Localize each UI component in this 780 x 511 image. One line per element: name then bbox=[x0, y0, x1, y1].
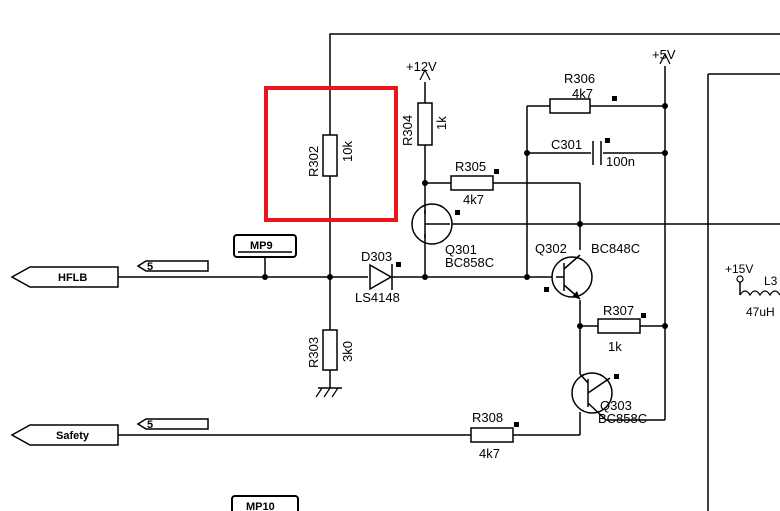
inductor-l3: L3 47uH bbox=[739, 274, 780, 319]
transistor-q303: Q303 BC858C bbox=[571, 372, 647, 426]
resistor-r305: R305 4k7 bbox=[450, 159, 499, 207]
mp9-label: MP9 bbox=[250, 240, 273, 252]
r306-ref: R306 bbox=[564, 71, 595, 86]
r307-ref: R307 bbox=[603, 303, 634, 318]
resistor-r304: R304 1k bbox=[400, 102, 449, 146]
testpoint-mp10: MP10 bbox=[231, 495, 299, 511]
capacitor-c301: C301 100n bbox=[551, 137, 635, 169]
r303-ref: R303 bbox=[306, 337, 321, 368]
transistor-q302: Q302 BC848C bbox=[535, 241, 640, 300]
q303-value: BC858C bbox=[598, 411, 647, 426]
wires bbox=[118, 33, 780, 511]
c301-ref: C301 bbox=[551, 137, 582, 152]
connector-hflb: HFLB 5 bbox=[10, 260, 209, 288]
junctions bbox=[262, 103, 668, 329]
r303-value: 3k0 bbox=[340, 341, 355, 362]
diode-d303: D303 LS4148 bbox=[355, 249, 401, 305]
r307-value: 1k bbox=[608, 339, 622, 354]
rail-12v: +12V bbox=[406, 59, 437, 81]
c301-value: 100n bbox=[606, 154, 635, 169]
d303-value: LS4148 bbox=[355, 290, 400, 305]
hflb-label: HFLB bbox=[58, 272, 87, 284]
ground-icon bbox=[315, 387, 342, 398]
l3-value: 47uH bbox=[746, 305, 775, 319]
power-labels: +12V +5V +15V bbox=[406, 47, 753, 283]
l3-ref: L3 bbox=[764, 274, 778, 288]
q303-ref: Q303 bbox=[600, 398, 632, 413]
resistor-r308: R308 4k7 bbox=[470, 410, 519, 461]
r308-ref: R308 bbox=[472, 410, 503, 425]
transistor-q301: Q301 BC858C bbox=[411, 203, 494, 270]
q301-value: BC858C bbox=[445, 255, 494, 270]
rail-15v: +15V bbox=[725, 262, 753, 283]
safety-label: Safety bbox=[56, 430, 90, 442]
hflb-pin: 5 bbox=[147, 261, 153, 273]
rail-5v: +5V bbox=[652, 47, 676, 65]
testpoint-mp9: MP9 bbox=[233, 234, 297, 258]
resistor-r302: R302 10k bbox=[306, 134, 355, 177]
resistor-r306: R306 4k7 bbox=[549, 71, 617, 114]
r306-value: 4k7 bbox=[572, 86, 593, 101]
mp10-label: MP10 bbox=[246, 501, 275, 511]
r305-ref: R305 bbox=[455, 159, 486, 174]
r308-value: 4k7 bbox=[479, 446, 500, 461]
resistor-r307: R307 1k bbox=[597, 303, 646, 354]
rail-12v-label: +12V bbox=[406, 59, 437, 74]
d303-ref: D303 bbox=[361, 249, 392, 264]
rail-15v-label: +15V bbox=[725, 262, 753, 276]
r302-ref: R302 bbox=[306, 146, 321, 177]
resistor-r303: R303 3k0 bbox=[306, 329, 355, 371]
q302-ref: Q302 bbox=[535, 241, 567, 256]
connector-safety: Safety 5 bbox=[10, 418, 209, 446]
rail-5v-label: +5V bbox=[652, 47, 676, 62]
safety-pin: 5 bbox=[147, 419, 153, 431]
q302-value: BC848C bbox=[591, 241, 640, 256]
r304-ref: R304 bbox=[400, 115, 415, 146]
r304-value: 1k bbox=[434, 116, 449, 130]
r305-value: 4k7 bbox=[463, 192, 484, 207]
r302-value: 10k bbox=[340, 141, 355, 162]
q301-ref: Q301 bbox=[445, 242, 477, 257]
highlight-box bbox=[264, 86, 398, 222]
